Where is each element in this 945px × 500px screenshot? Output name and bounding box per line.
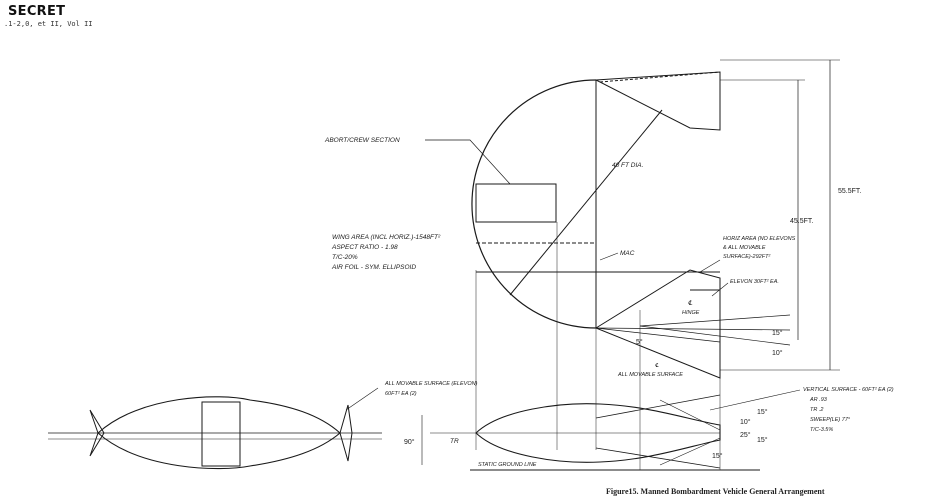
label-abort-crew-section: ABORT/CREW SECTION: [324, 137, 400, 144]
label-aspect-ratio: ASPECT RATIO - 1.98: [331, 244, 398, 251]
fuselage-midsection: [201, 401, 241, 467]
label-tc: T/C-20%: [332, 254, 358, 261]
dim-angle-10: 10°: [772, 349, 783, 357]
horiz-area-leader: [699, 259, 721, 273]
label-airfoil: AIR FOIL - SYM. ELLIPSOID: [331, 264, 416, 271]
label-hinge-top: ℄: [655, 362, 659, 369]
label-diameter: 40 FT DIA.: [612, 162, 644, 169]
label-mac: MAC: [620, 250, 635, 257]
classification-marking: SECRET: [8, 4, 66, 19]
crew-section-leader: [425, 139, 511, 185]
label-static-ground-line: STATIC GROUND LINE: [478, 462, 537, 468]
label-elevon: ELEVON 30FT² EA.: [730, 279, 779, 285]
dim-overall-length: 55.5FT.: [838, 188, 861, 195]
label-hinge-symbol: ℄: [688, 300, 693, 307]
diameter-line: [509, 109, 663, 296]
label-vs-tr: TR .2: [810, 407, 823, 413]
label-wing-area: WING AREA (INCL HORIZ.)-1548FT²: [332, 234, 441, 241]
dim-side-15-a: 15°: [757, 408, 768, 416]
label-vs-sweep: SWEEP(LE) 77°: [810, 417, 851, 423]
lower-tail-fin: [594, 269, 721, 379]
label-all-movable-elevon-2: 60FT² EA (2): [385, 391, 417, 397]
elevon-leader: [345, 387, 379, 411]
label-vertical-surface: VERTICAL SURFACE - 60FT² EA (2): [803, 387, 894, 393]
upper-tail-fin: [594, 71, 721, 131]
dim-angle-15-top: 15°: [772, 329, 783, 337]
label-vs-ar: AR .93: [809, 397, 828, 403]
deflection-b: [639, 325, 791, 346]
dim-side-25: 25°: [740, 431, 751, 439]
label-horiz-area-3: SURFACE)-292FT²: [723, 254, 770, 260]
dim-inner-length: 45.5FT.: [790, 218, 813, 225]
figure-caption: Figure15. Manned Bombardment Vehicle Gen…: [606, 487, 825, 496]
deflection-a: [595, 327, 791, 331]
abort-crew-section: [475, 183, 557, 223]
wing-planform-outline: [471, 79, 597, 329]
side-view: [421, 389, 801, 471]
dim-angle-90: 90°: [404, 438, 415, 446]
upper-tail-hinge: [599, 71, 721, 83]
dim-ground-15: 15°: [712, 452, 723, 460]
dim-side-15-b: 15°: [757, 436, 768, 444]
label-all-movable-surface: ALL MOVABLE SURFACE: [617, 372, 683, 378]
elevon-label-leader: [711, 282, 729, 297]
label-vs-tc: T/C-3.5%: [810, 427, 833, 433]
label-tr: TR: [450, 438, 459, 445]
side-body-outline: [475, 403, 721, 463]
vertical-surface-leader: [709, 389, 801, 411]
deflection-c: [639, 314, 791, 327]
deflection-d: [595, 327, 721, 343]
dim-angle-5: 5°: [636, 338, 643, 346]
front-view-fuselage: [48, 387, 382, 470]
vertical-tail-d: [659, 437, 721, 466]
label-horiz-area-1: HORIZ AREA (NO ELEVONS: [723, 236, 796, 242]
left-cross-fin: [89, 409, 105, 457]
label-hinge: HINGE: [682, 310, 700, 316]
mac-leader: [599, 252, 619, 261]
document-reference: .1-2,0, et II, Vol II: [4, 20, 93, 28]
label-all-movable-elevon-1: ALL MOVABLE SURFACE (ELEVON): [384, 381, 478, 387]
label-horiz-area-2: & ALL MOVABLE: [723, 245, 766, 251]
vertical-tail-a: [595, 394, 721, 419]
top-view: [471, 59, 840, 470]
vertical-tail-b: [595, 447, 721, 469]
vertical-tail-c: [659, 399, 721, 431]
right-cross-fin: [339, 404, 353, 462]
dim-side-10: 10°: [740, 418, 751, 426]
